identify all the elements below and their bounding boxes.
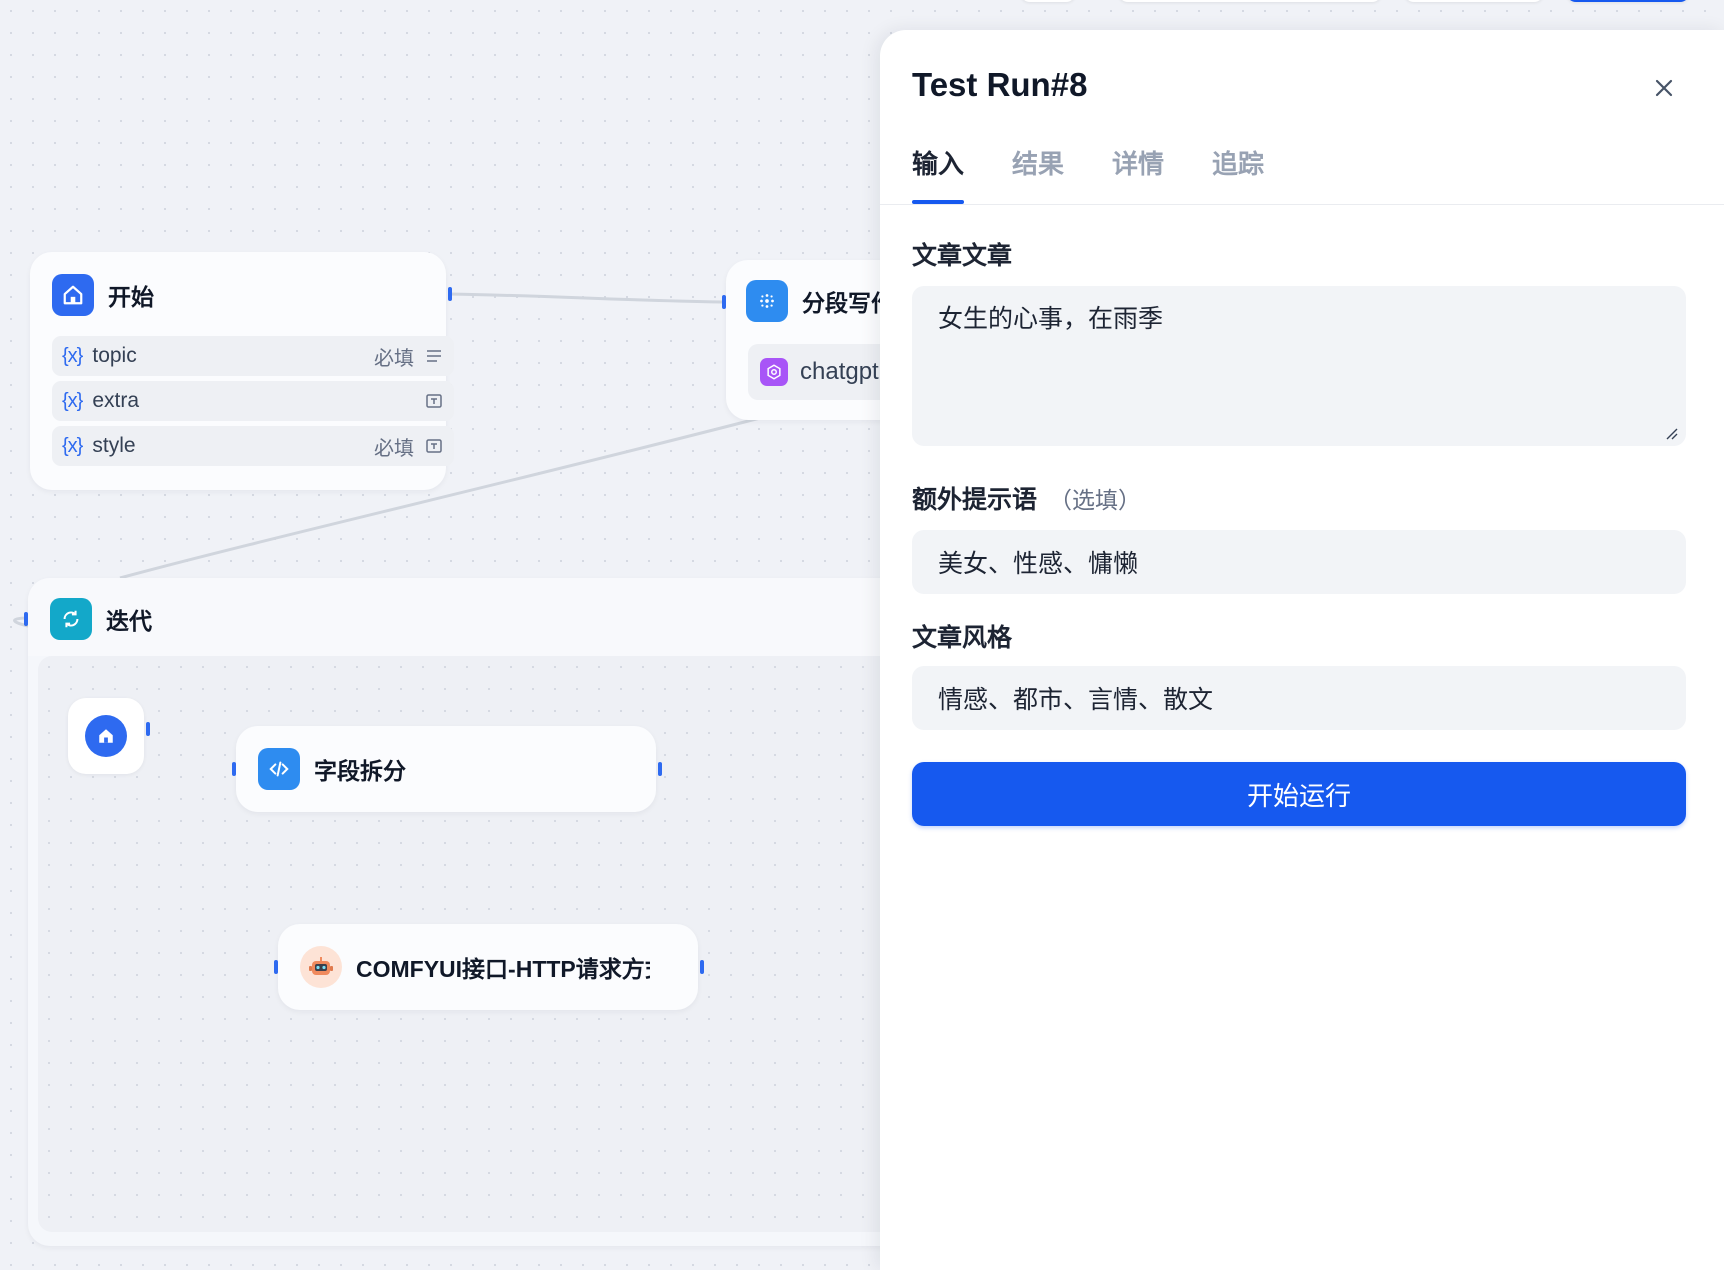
home-icon [52, 274, 94, 316]
variable-row-topic[interactable]: {x} topic 必填 [52, 336, 454, 376]
iteration-node-header [28, 578, 928, 656]
extra-prompt-input[interactable] [912, 530, 1686, 594]
article-textarea[interactable]: 女生的心事，在雨季 [912, 286, 1686, 446]
comfyui-input-handle[interactable] [274, 960, 278, 974]
start-node-title: 开始 [108, 284, 154, 310]
toolbar-chip-primary[interactable] [1566, 0, 1690, 2]
tab-input[interactable]: 输入 [912, 140, 965, 204]
field-split-input-handle[interactable] [232, 762, 236, 776]
test-run-panel: Test Run#8 输入 结果 详情 追踪 文章文章 女生的心事，在雨季 额外… [880, 30, 1724, 1270]
comfyui-title: COMFYUI接口-HTTP请求方式 [356, 956, 650, 982]
start-run-button[interactable]: 开始运行 [912, 762, 1686, 826]
model-name: chatgpt [800, 358, 879, 385]
comfyui-node[interactable]: COMFYUI接口-HTTP请求方式 [274, 924, 704, 1010]
field-split-node[interactable]: 字段拆分 [232, 726, 662, 812]
tab-result[interactable]: 结果 [1012, 149, 1065, 179]
iteration-start-output-handle[interactable] [146, 722, 150, 736]
variable-icon: {x} [62, 344, 83, 367]
article-style-input[interactable] [912, 666, 1686, 730]
variable-row-style[interactable]: {x} style 必填 [52, 426, 454, 466]
llm-icon [746, 280, 788, 322]
edge-start-to-segment [447, 292, 723, 304]
iteration-body[interactable]: 字段拆分 COMFYUI接口-HTTP请求方式 [38, 656, 928, 1232]
home-icon [85, 715, 127, 757]
text-input-icon [424, 436, 444, 456]
field-label-extra: 额外提示语 （选填） [912, 480, 1141, 516]
close-button[interactable] [1646, 70, 1682, 106]
toolbar-chip[interactable] [1020, 0, 1076, 2]
tab-trace[interactable]: 追踪 [1212, 149, 1265, 179]
iteration-node[interactable]: 迭代 字段拆分 [24, 578, 928, 1246]
variable-icon: {x} [62, 434, 83, 457]
article-field-wrap: 女生的心事，在雨季 [912, 286, 1686, 446]
optional-hint: （选填） [1049, 487, 1142, 513]
start-node[interactable]: 开始 {x} topic 必填 {x} extra {x} style 必填 [30, 252, 454, 490]
field-split-title: 字段拆分 [314, 758, 406, 784]
field-label-style: 文章风格 [912, 618, 1012, 654]
comfyui-output-handle[interactable] [700, 960, 704, 974]
openai-icon [760, 358, 788, 386]
loop-icon [50, 598, 92, 640]
field-label-text: 额外提示语 [912, 486, 1038, 514]
resize-grip-icon[interactable] [1664, 426, 1678, 440]
tab-detail[interactable]: 详情 [1112, 149, 1165, 179]
field-label-article: 文章文章 [912, 236, 1012, 272]
panel-tabs: 输入 结果 详情 追踪 [912, 140, 1312, 204]
start-node-output-handle[interactable] [448, 287, 452, 301]
close-icon [1655, 79, 1673, 97]
panel-title: Test Run#8 [912, 66, 1088, 103]
iteration-start-node[interactable] [68, 698, 150, 774]
segment-node-input-handle[interactable] [722, 295, 726, 309]
toolbar-chip[interactable] [1118, 0, 1382, 2]
paragraph-icon [424, 346, 444, 366]
variable-name: extra [92, 389, 140, 412]
text-input-icon [424, 391, 444, 411]
code-icon [258, 748, 300, 790]
toolbar-chip[interactable] [1404, 0, 1544, 2]
required-label: 必填 [374, 437, 414, 460]
iteration-node-title: 迭代 [106, 608, 152, 634]
required-label: 必填 [374, 347, 414, 370]
variable-name: style [92, 434, 136, 457]
segment-node-title: 分段写作 [802, 290, 894, 316]
iteration-node-input-handle[interactable] [24, 612, 28, 626]
field-label-text: 文章文章 [912, 242, 1013, 270]
tab-divider [880, 204, 1724, 205]
field-split-output-handle[interactable] [658, 762, 662, 776]
variable-icon: {x} [62, 389, 83, 412]
robot-icon [300, 946, 342, 988]
variable-name: topic [92, 344, 137, 367]
field-label-text: 文章风格 [912, 624, 1013, 652]
variable-row-extra[interactable]: {x} extra [52, 381, 454, 421]
